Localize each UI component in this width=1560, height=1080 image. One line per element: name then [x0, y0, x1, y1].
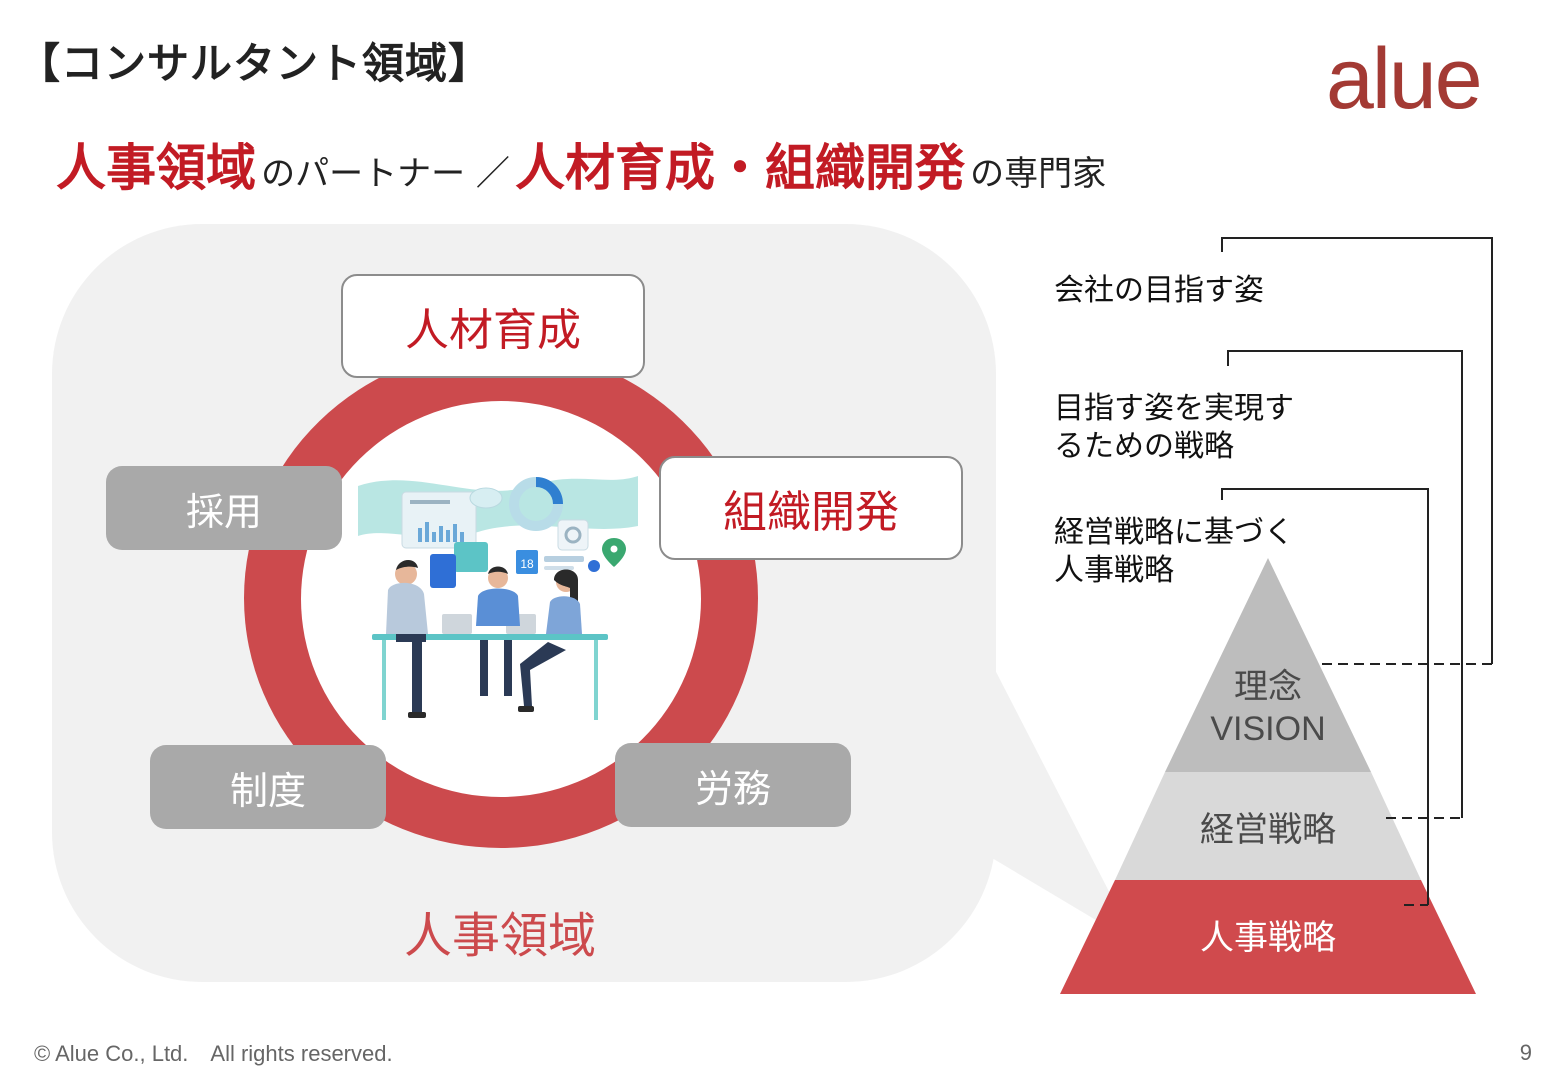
subtitle: 人事領域 のパートナー ／ 人材育成・組織開発 の専門家 [56, 128, 1106, 200]
system-box: 制度 [150, 745, 386, 829]
pyramid-management-layer [1115, 772, 1421, 880]
alue-logo: alue [1326, 31, 1483, 127]
vision-description: 会社の目指す姿 [1054, 273, 1264, 308]
pyramid-hr-layer [1060, 880, 1476, 994]
strategy-description-line1: 目指す姿を実現す [1054, 391, 1294, 426]
subtitle-expert: の専門家 [970, 154, 1107, 194]
subtitle-partner: のパートナー ／ [261, 154, 510, 194]
pyramid-vision-label: 理念 VISION [1168, 666, 1368, 750]
organization-development-box: 組織開発 [659, 456, 963, 560]
pyramid-management-label: 経営戦略 [1200, 810, 1336, 850]
subtitle-hr-domain: 人事領域 [56, 139, 256, 197]
strategy-description-line2: るための戦略 [1054, 429, 1234, 464]
hr-domain-label: 人事領域 [403, 908, 596, 964]
talent-development-box: 人材育成 [341, 274, 645, 378]
callout-wedge-shape [992, 664, 1136, 944]
pyramid-hr-label: 人事戦略 [1200, 918, 1336, 958]
vision-bracket [1221, 237, 1493, 664]
hr-bracket [1221, 488, 1429, 905]
hr-strategy-description: 経営戦略に基づく 人事戦略 [1054, 514, 1294, 590]
page-number: 9 [1519, 1040, 1532, 1065]
strategy-description: 目指す姿を実現す るための戦略 [1054, 390, 1294, 466]
copyright-footer: © Alue Co., Ltd. All rights reserved. [34, 1041, 393, 1066]
strategy-bracket [1227, 350, 1463, 818]
subtitle-development: 人材育成・組織開発 [515, 139, 965, 197]
calendar-badge-text: 18 [520, 557, 534, 571]
pyramid-vision-jp: 理念 [1234, 667, 1302, 707]
strategy-pyramid [1060, 558, 1476, 994]
hr-strategy-description-line1: 経営戦略に基づく [1054, 515, 1294, 550]
slide-heading: 【コンサルタント領域】 [18, 39, 492, 88]
recruitment-box: 採用 [106, 466, 342, 550]
pyramid-vision-en: VISION [1210, 710, 1326, 748]
hr-strategy-description-line2: 人事戦略 [1054, 553, 1174, 588]
pyramid-vision-layer [1165, 558, 1371, 772]
labor-box: 労務 [615, 743, 851, 827]
team-meeting-illustration: 18 [358, 466, 638, 728]
